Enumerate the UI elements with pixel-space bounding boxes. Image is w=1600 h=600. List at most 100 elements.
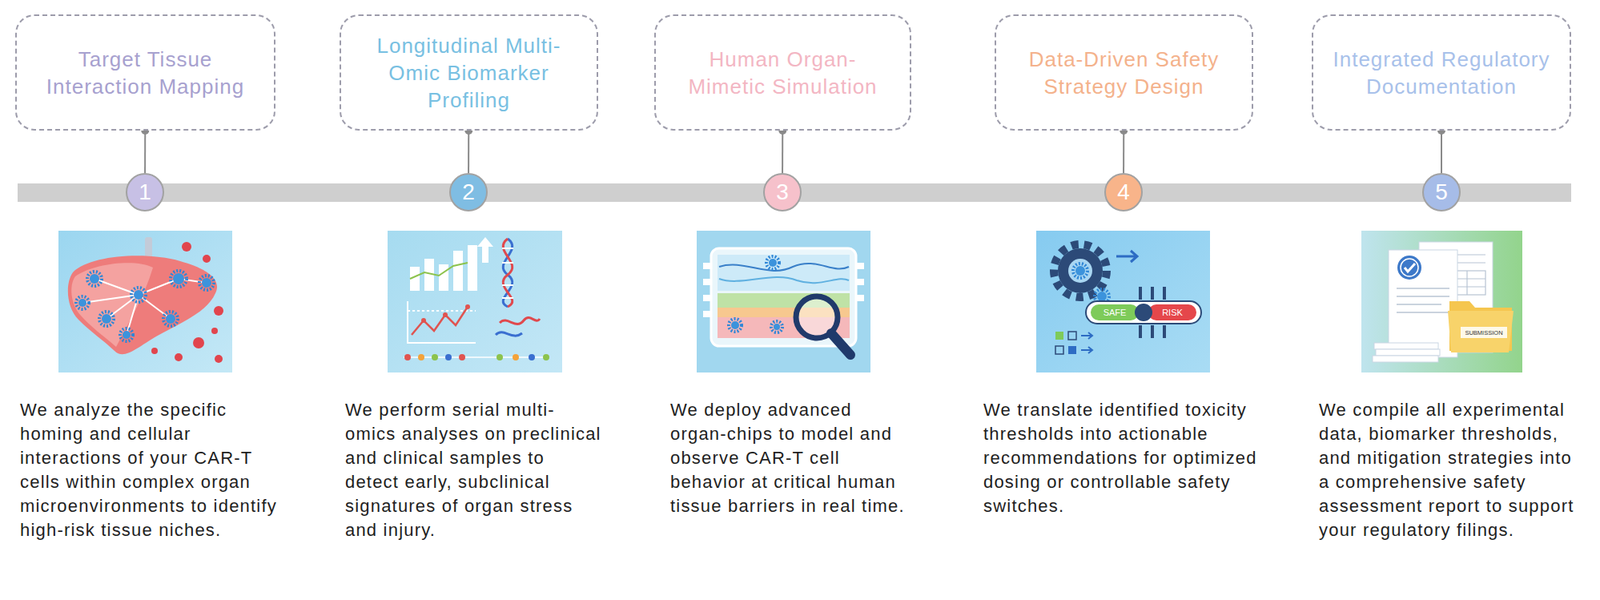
regulatory-documents-illustration: SUBMISSION: [1361, 230, 1523, 373]
liver-illustration: [58, 230, 233, 373]
illustration-part: [1116, 250, 1138, 262]
illustration-part: [458, 353, 466, 361]
step-number: 1: [138, 180, 152, 204]
illustration-part: [1400, 258, 1419, 277]
folder-label: SUBMISSION: [1464, 329, 1503, 337]
illustration-part: [1447, 310, 1514, 353]
illustration-part: [202, 254, 211, 263]
illustration-part: [1134, 303, 1153, 322]
illustration-part: [528, 353, 535, 361]
illustration-part: [1081, 332, 1093, 354]
illustration-part: [467, 245, 478, 291]
illustration-part: [1138, 325, 1142, 338]
illustration-part: [68, 255, 218, 354]
step-number-circle: 4: [1104, 172, 1143, 212]
illustration-part: [502, 248, 514, 298]
illustration-part: [717, 254, 850, 291]
illustration-part: [465, 304, 471, 310]
illustration-part: [1075, 265, 1086, 276]
illustration-part: [1055, 331, 1064, 340]
stage-title-box: Target Tissue Interaction Mapping: [15, 14, 276, 131]
illustration-part: [1396, 303, 1442, 306]
stem-connector: [781, 130, 784, 173]
illustration-part: [76, 296, 89, 310]
illustration-part: [211, 327, 218, 334]
illustration-part: [89, 273, 100, 284]
illustration-part: [502, 284, 514, 286]
illustration-part: [87, 271, 102, 286]
illustration-part: [438, 264, 449, 291]
illustration-part: [502, 261, 514, 264]
illustration-part: [1396, 311, 1450, 314]
illustration-part: [1090, 304, 1139, 321]
step-description: We translate identified toxicity thresho…: [983, 397, 1274, 519]
illustration-part: [199, 275, 214, 290]
step-number: 5: [1435, 180, 1448, 204]
illustration-part: [403, 356, 548, 358]
stage-title-box: Integrated Regulatory Documentation: [1311, 14, 1572, 131]
illustration-part: [1073, 263, 1088, 278]
illustration-part: [71, 262, 153, 347]
illustration-part: [542, 353, 550, 361]
illustration-part: [1068, 345, 1077, 354]
step-title: Human Organ-Mimetic Simulation: [671, 45, 894, 101]
illustration-part: [151, 241, 224, 363]
illustration-part: [831, 333, 851, 355]
illustration-part: [1396, 288, 1450, 313]
illustration-part: [719, 277, 849, 283]
step-number-circle: 1: [125, 172, 165, 212]
illustration-part: [728, 256, 783, 333]
risk-label: RISK: [1161, 307, 1183, 318]
illustration-part: [1097, 291, 1107, 302]
step-number: 3: [775, 180, 789, 204]
illustration-part: [728, 318, 742, 332]
illustration-part: [407, 301, 476, 343]
illustration-part: [101, 313, 112, 324]
step-title: Data-Driven Safety Strategy Design: [1012, 45, 1236, 101]
stem-connector: [144, 130, 146, 173]
stage-title-box: Longitudinal Multi-Omic Biomarker Profil…: [339, 14, 599, 131]
illustration-part: [1162, 286, 1166, 300]
illustration-part: [170, 270, 187, 287]
illustration-part: [1055, 345, 1064, 354]
illustration-part: [407, 301, 476, 343]
safety-switch-illustration: SAFE RISK: [1036, 230, 1211, 373]
illustration-part: [78, 298, 87, 307]
illustration-part: [1375, 349, 1440, 356]
illustration-part: [1053, 244, 1107, 298]
illustration-part: [495, 332, 523, 336]
illustration-part: [133, 289, 144, 300]
illustration-part: [1036, 230, 1211, 373]
illustration-part: [411, 306, 468, 335]
illustration-part: [1466, 270, 1468, 295]
step-description: We perform serial multi-omics analyses o…: [345, 397, 604, 543]
illustration-part: [1085, 301, 1202, 324]
illustration-part: [58, 230, 233, 373]
illustration-part: [1404, 263, 1416, 272]
illustration-part: [165, 313, 176, 324]
step-description: We analyze the specific homing and cellu…: [20, 397, 281, 543]
illustration-part: [403, 356, 548, 358]
illustration-part: [1068, 331, 1077, 340]
illustration-part: [1372, 355, 1439, 362]
illustration-part: [768, 258, 777, 267]
step-description: We compile all experimental data, biomar…: [1318, 397, 1576, 543]
illustration-part: [1396, 287, 1450, 290]
step-number-circle: 3: [763, 172, 802, 212]
illustration-part: [1068, 258, 1093, 283]
illustration-part: [1361, 230, 1523, 373]
illustration-part: [1150, 286, 1154, 300]
stage-title-box: Human Organ-Mimetic Simulation: [654, 14, 912, 131]
illustration-part: [431, 353, 439, 361]
step-description: We deploy advanced organ-chips to model …: [670, 397, 911, 519]
illustration-part: [442, 312, 448, 318]
illustration-part: [120, 328, 133, 342]
illustration-part: [192, 337, 205, 349]
illustration-part: [1460, 326, 1508, 338]
step-number-circle: 5: [1422, 172, 1461, 212]
illustration-part: [512, 353, 519, 361]
organ-chip-illustration: [696, 230, 871, 373]
illustration-part: [163, 311, 178, 326]
illustration-part: [151, 347, 158, 354]
